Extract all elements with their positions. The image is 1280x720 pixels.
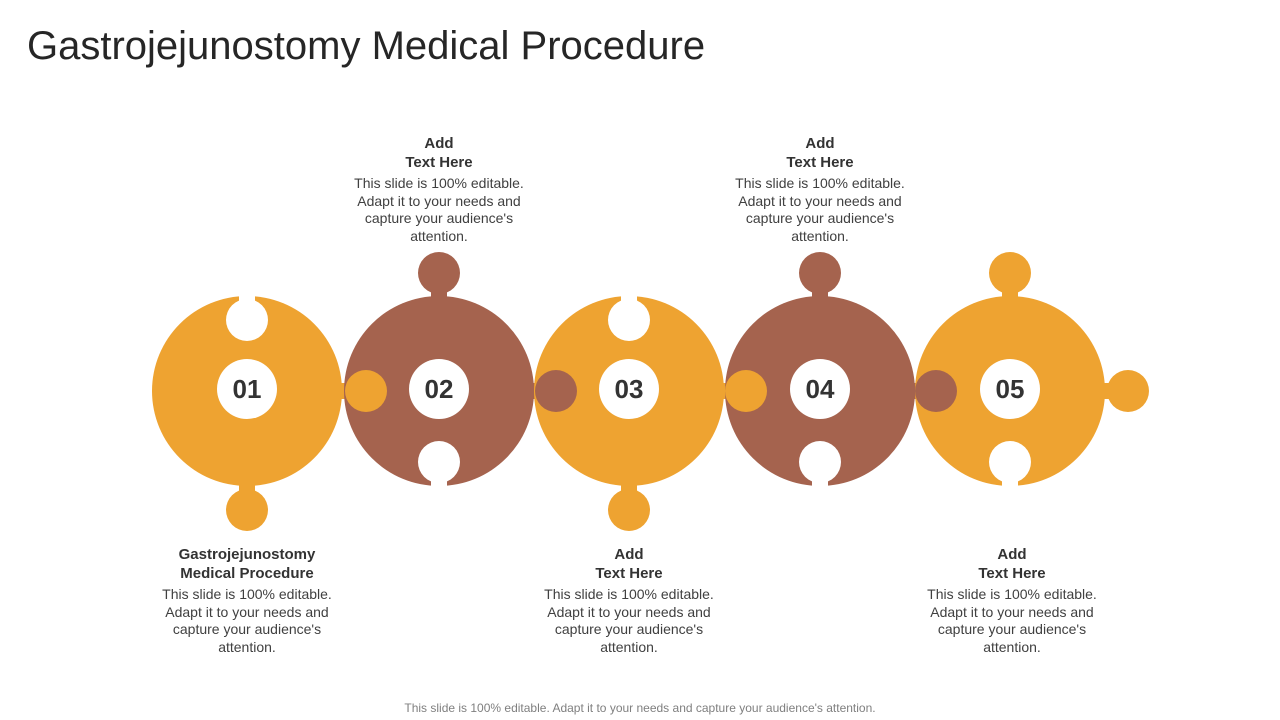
puzzle-piece-03-notch-top-neck bbox=[621, 294, 637, 306]
puzzle-piece-01-notch-top bbox=[226, 299, 268, 341]
puzzle-piece-04-notch-bottom-neck bbox=[812, 476, 828, 488]
step-body-03: This slide is 100% editable. Adapt it to… bbox=[544, 586, 714, 655]
puzzle-piece-05-notch-bottom-neck bbox=[1002, 476, 1018, 488]
step-body-04: This slide is 100% editable. Adapt it to… bbox=[735, 175, 905, 244]
number-label-05: 05 bbox=[996, 374, 1025, 404]
puzzle-piece-05-knob-right bbox=[1107, 370, 1149, 412]
number-badge-02 bbox=[409, 359, 469, 419]
number-label-03: 03 bbox=[615, 374, 644, 404]
number-badge-04 bbox=[790, 359, 850, 419]
number-badge-03 bbox=[599, 359, 659, 419]
puzzle-piece-04-knob-top bbox=[799, 252, 841, 294]
puzzle-piece-03-notch-top bbox=[608, 299, 650, 341]
number-label-02: 02 bbox=[425, 374, 454, 404]
step-body-02: This slide is 100% editable. Adapt it to… bbox=[354, 175, 524, 244]
puzzle-piece-02-knob-right-overlay bbox=[535, 370, 577, 412]
step-text-03: Add Text Here This slide is 100% editabl… bbox=[534, 545, 724, 656]
number-label-04: 04 bbox=[806, 374, 835, 404]
puzzle-piece-04-knob-right-overlay bbox=[915, 370, 957, 412]
step-text-05: Add Text Here This slide is 100% editabl… bbox=[917, 545, 1107, 656]
puzzle-piece-05-neck-top bbox=[1002, 286, 1018, 300]
puzzle-piece-05: 05 bbox=[915, 252, 1149, 488]
number-badge-05 bbox=[980, 359, 1040, 419]
puzzle-piece-02-neck-top bbox=[431, 286, 447, 300]
step-text-02: Add Text Here This slide is 100% editabl… bbox=[344, 134, 534, 245]
step-heading-02: Add Text Here bbox=[405, 135, 473, 171]
step-text-04: Add Text Here This slide is 100% editabl… bbox=[725, 134, 915, 245]
puzzle-piece-03-neck-bottom bbox=[621, 480, 637, 496]
page-title: Gastrojejunostomy Medical Procedure bbox=[27, 24, 706, 68]
puzzle-piece-03-knob-right-overlay bbox=[725, 370, 767, 412]
puzzle-piece-04-neck-top bbox=[812, 286, 828, 300]
puzzle-piece-01-neck-bottom bbox=[239, 480, 255, 496]
puzzle-piece-04-notch-bottom bbox=[799, 441, 841, 483]
puzzle-piece-02-notch-bottom bbox=[418, 441, 460, 483]
puzzle-piece-02-knob-top bbox=[418, 252, 460, 294]
puzzle-piece-01-knob-right-overlay bbox=[345, 370, 387, 412]
puzzle-piece-03: 03 bbox=[534, 294, 767, 531]
puzzle-piece-03-knob-bottom bbox=[608, 489, 650, 531]
puzzle-piece-05-knob-top bbox=[989, 252, 1031, 294]
puzzle-piece-01-notch-top-neck bbox=[239, 294, 255, 306]
step-body-05: This slide is 100% editable. Adapt it to… bbox=[927, 586, 1097, 655]
step-body-01: This slide is 100% editable. Adapt it to… bbox=[162, 586, 332, 655]
puzzle-piece-02-notch-bottom-neck bbox=[431, 476, 447, 488]
number-badge-01 bbox=[217, 359, 277, 419]
step-heading-04: Add Text Here bbox=[786, 135, 854, 171]
puzzle-piece-05-neck-right bbox=[1098, 383, 1114, 399]
puzzle-piece-01-knob-bottom bbox=[226, 489, 268, 531]
puzzle-piece-05-notch-bottom bbox=[989, 441, 1031, 483]
footer-note: This slide is 100% editable. Adapt it to… bbox=[404, 701, 876, 715]
number-label-01: 01 bbox=[233, 374, 262, 404]
step-heading-05: Add Text Here bbox=[978, 546, 1046, 582]
step-text-01: Gastrojejunostomy Medical Procedure This… bbox=[152, 545, 342, 656]
step-heading-03: Add Text Here bbox=[595, 546, 663, 582]
step-heading-01: Gastrojejunostomy Medical Procedure bbox=[178, 546, 316, 582]
